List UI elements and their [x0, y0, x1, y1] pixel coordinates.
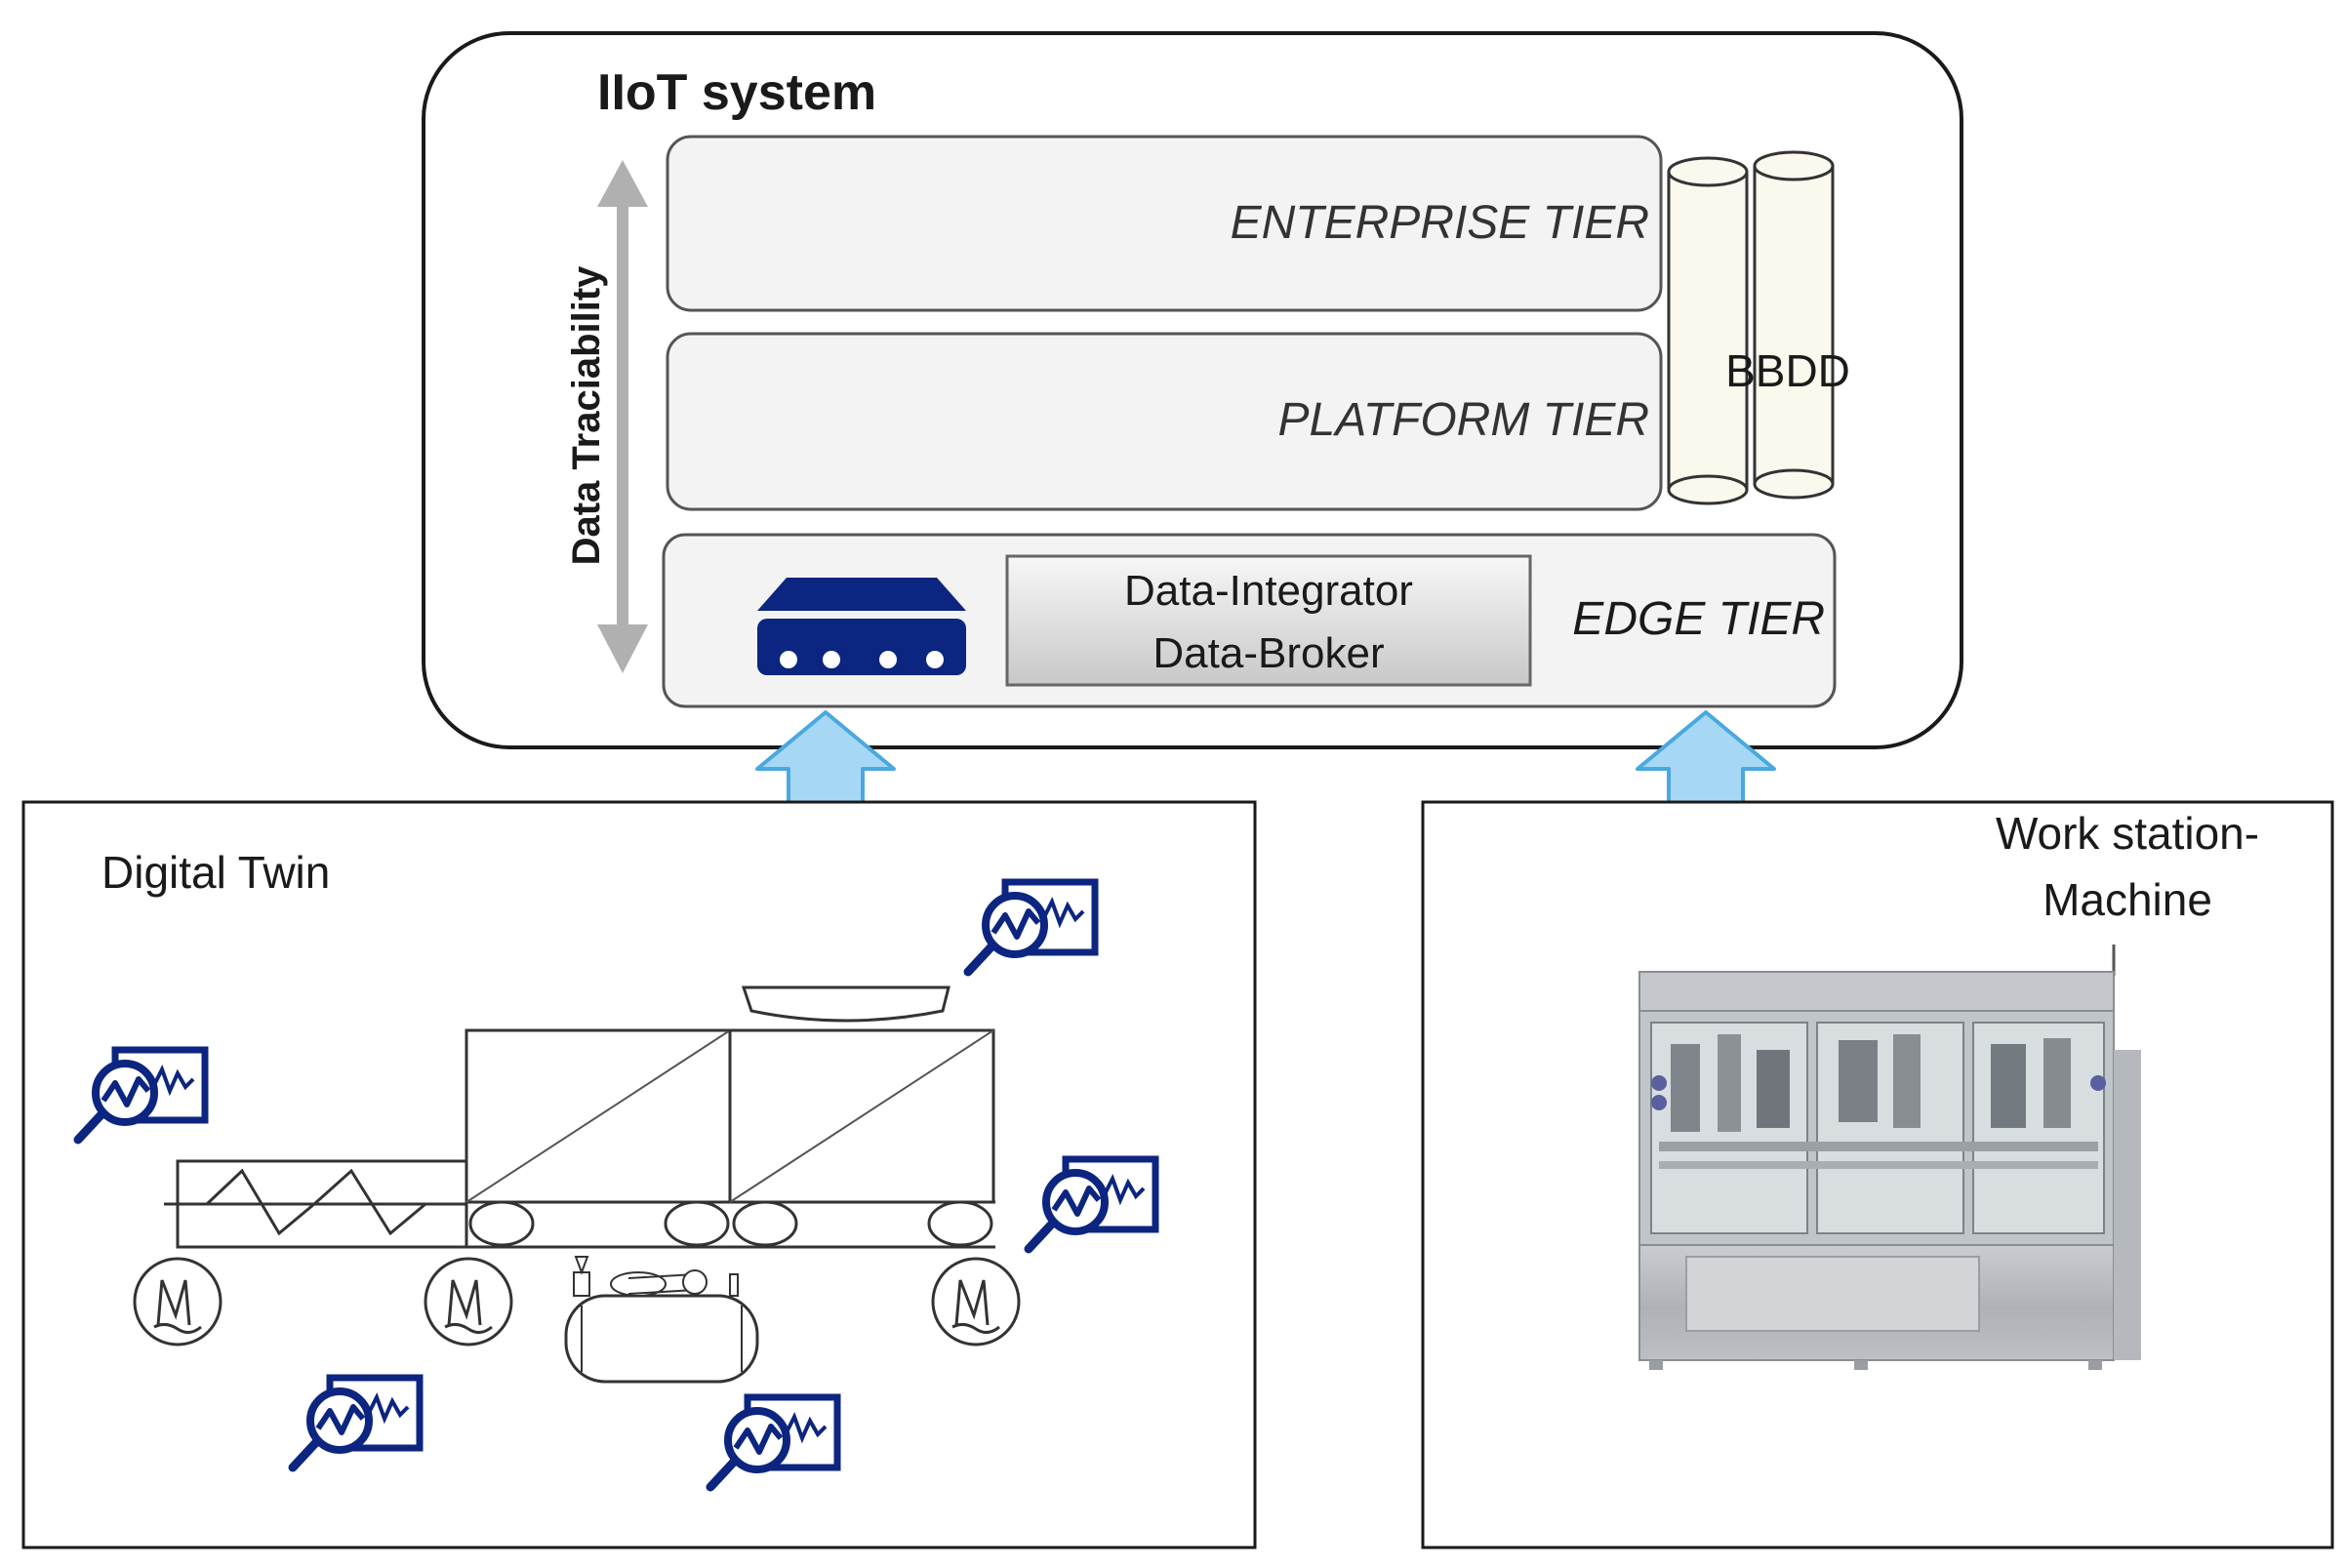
data-broker-label: Data-Broker: [1153, 629, 1384, 677]
workstation-title-line2: Machine: [2043, 874, 2212, 925]
database-cylinders: BBDD: [1667, 150, 1850, 505]
iiot-system-panel: IIoT system Data Traciability ENTERPRISE…: [422, 31, 1963, 749]
edge-tier-label: EDGE TIER: [1572, 593, 1825, 645]
edge-tier: EDGE TIER Data-Integrator Data-Broker: [662, 533, 1837, 708]
processing-box-right: [728, 1028, 995, 1204]
machine-photo: [1638, 945, 2141, 1370]
workstation-panel: Work station- Machine: [1421, 800, 2334, 1549]
motor-2: M: [424, 1257, 513, 1347]
traceability-arrow: [597, 160, 648, 673]
screw-conveyor: [164, 1159, 468, 1249]
platform-tier: PLATFORM TIER: [666, 332, 1663, 511]
data-integrator-label: Data-Integrator: [1124, 567, 1413, 615]
enterprise-tier-label: ENTERPRISE TIER: [1231, 197, 1649, 249]
enterprise-tier: ENTERPRISE TIER: [666, 135, 1663, 312]
iiot-system-title: IIoT system: [597, 64, 876, 121]
platform-tier-label: PLATFORM TIER: [1278, 394, 1649, 446]
data-integrator-box: Data-Integrator Data-Broker: [1005, 554, 1532, 687]
processing-box-left: [465, 1028, 732, 1204]
database-cylinder-2: [1753, 150, 1835, 500]
gateway-device-icon: [757, 578, 966, 675]
digital-twin-title: Digital Twin: [101, 847, 330, 898]
motor-3: M: [931, 1257, 1021, 1347]
traceability-label: Data Traciability: [565, 265, 608, 566]
database-label: BBDD: [1725, 345, 1850, 396]
compressor-tank: [564, 1256, 759, 1384]
motor-1: M: [133, 1257, 222, 1347]
digital-twin-panel: Digital Twin: [21, 800, 1257, 1549]
hopper: [741, 985, 951, 1023]
database-cylinder-1: [1667, 156, 1749, 505]
workstation-title-line1: Work station-: [1996, 808, 2259, 859]
